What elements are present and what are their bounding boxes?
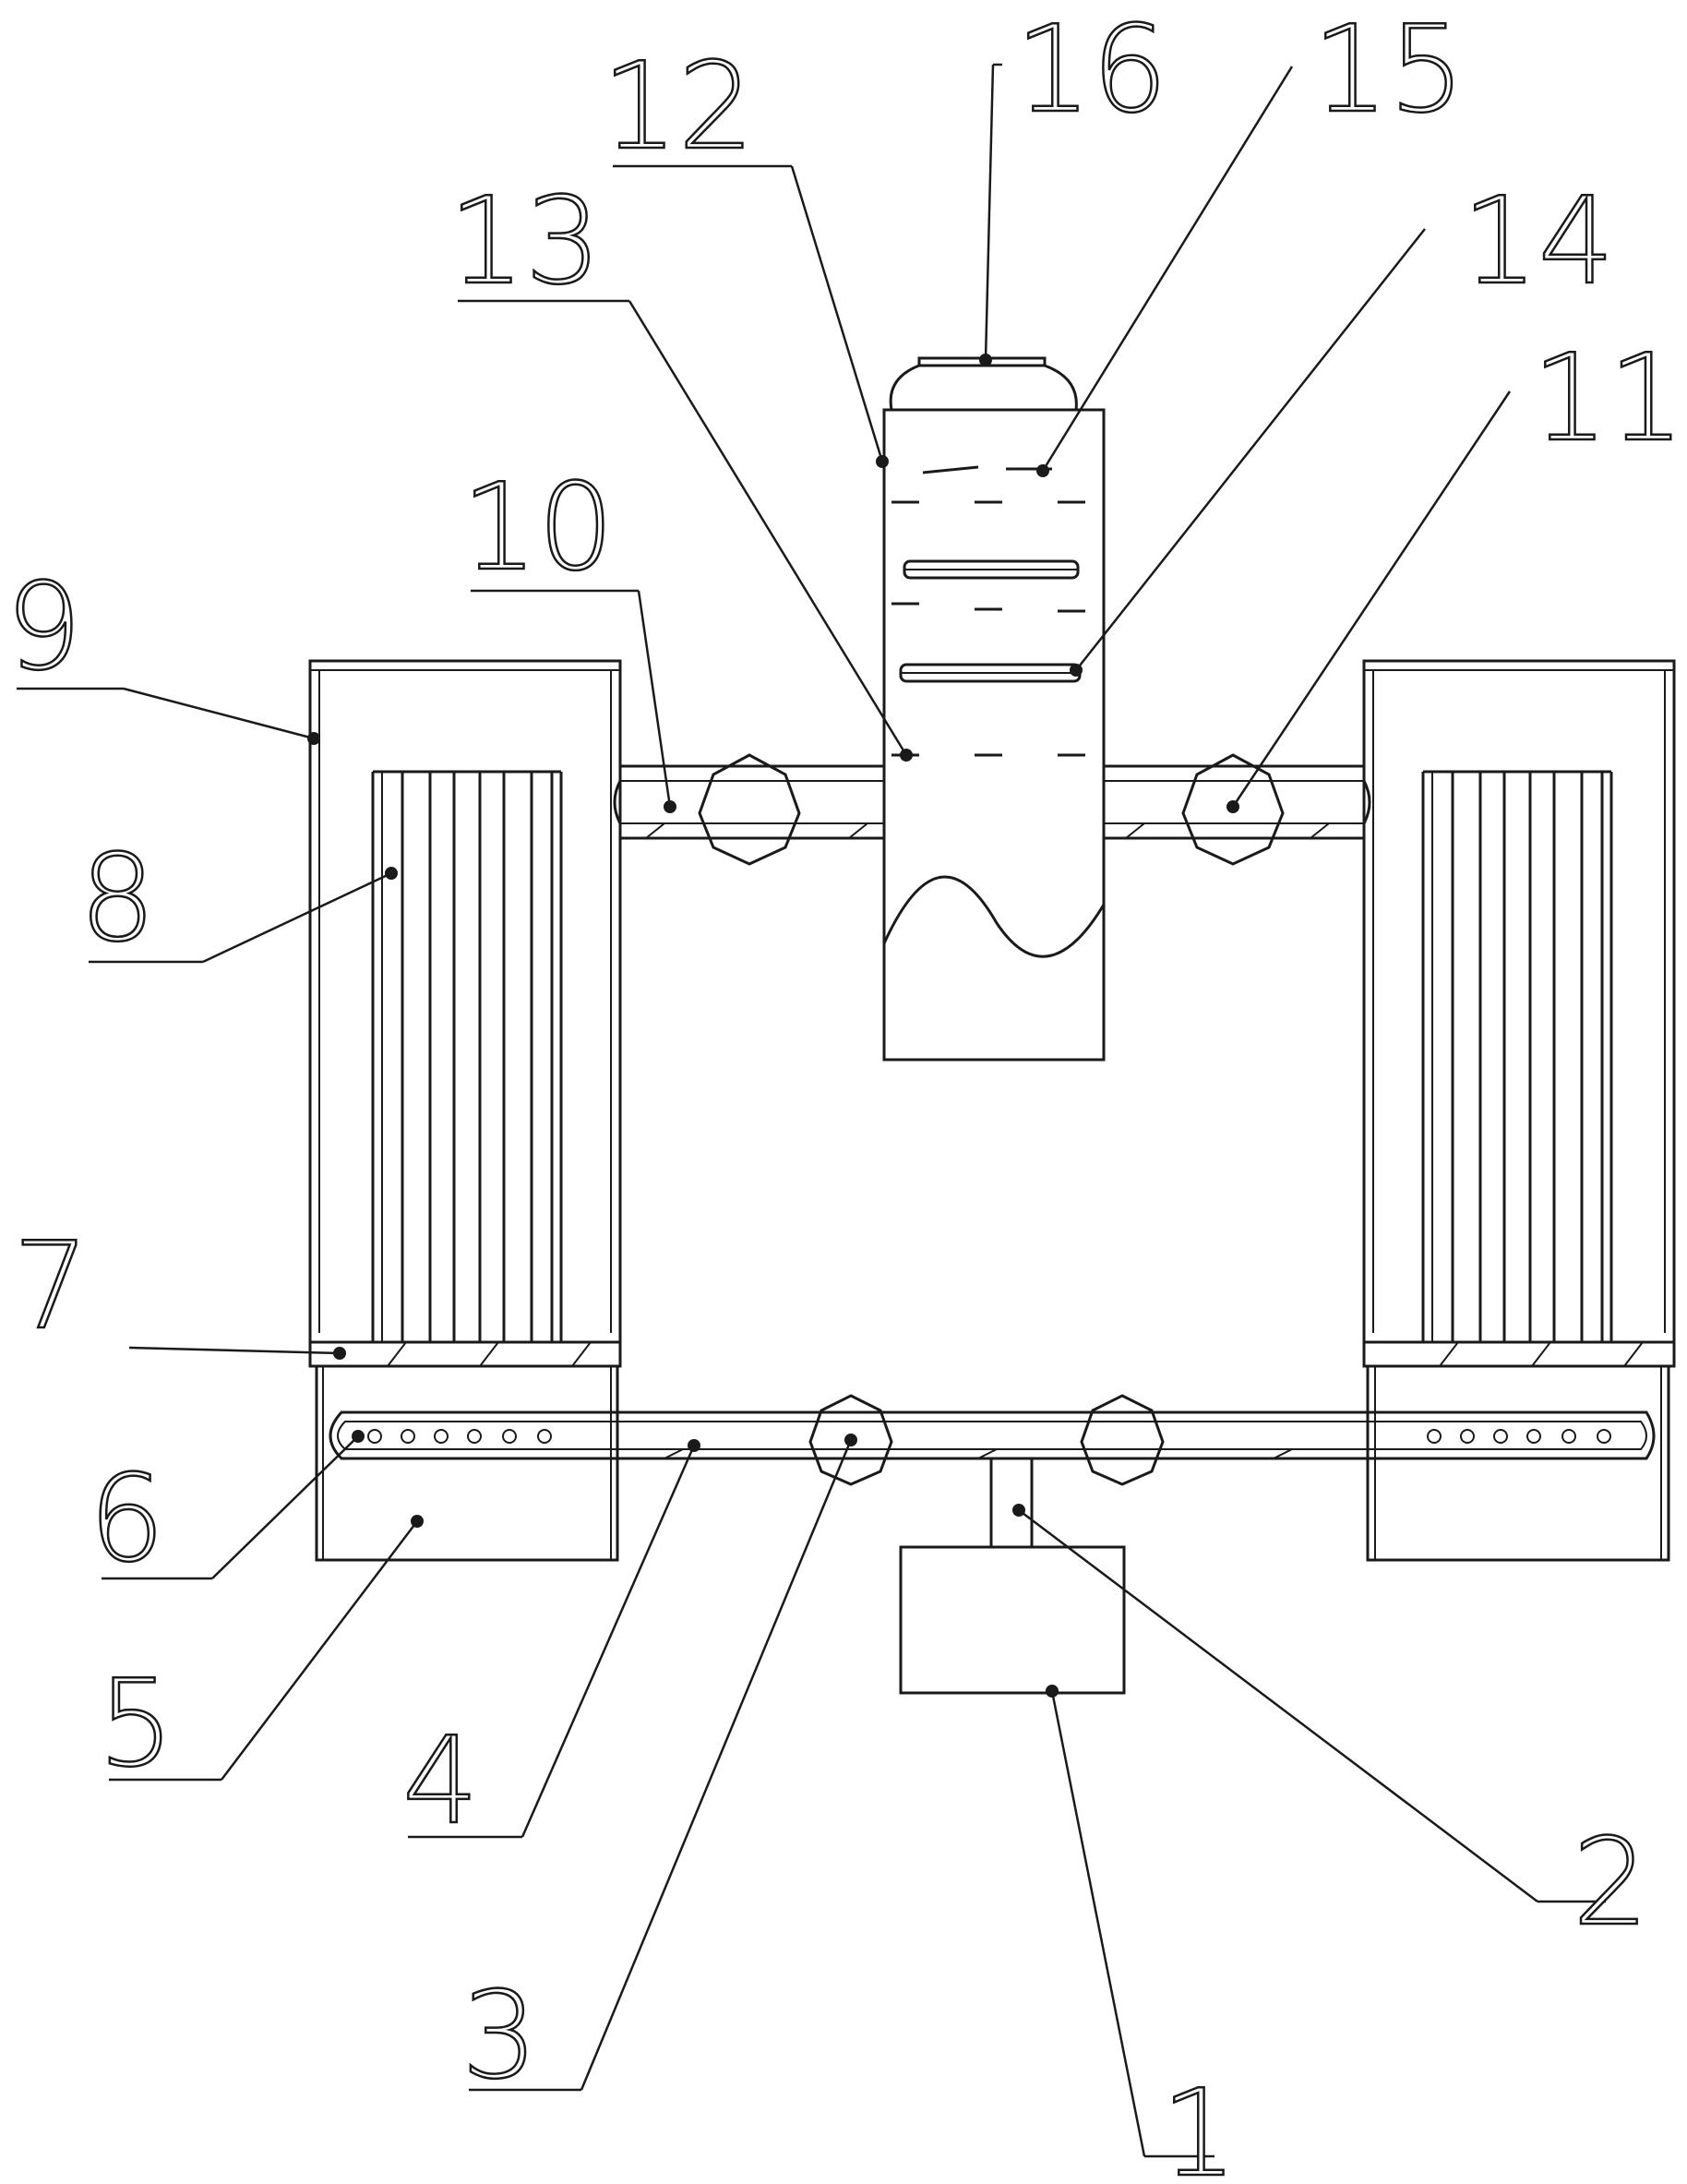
callout-3: 3 xyxy=(461,1965,538,2106)
upper-left-pump xyxy=(698,753,801,866)
callout-15: 15 xyxy=(1312,0,1465,139)
supply-tank xyxy=(899,1545,1126,1695)
callout-6: 6 xyxy=(89,1448,165,1589)
upper-right-pump xyxy=(1181,753,1285,866)
left-tube-plate xyxy=(308,1340,622,1368)
callout-14: 14 xyxy=(1462,171,1614,311)
right-spray-holes xyxy=(1427,1429,1611,1444)
lower-left-pump xyxy=(808,1394,893,1486)
right-heat-tubes xyxy=(1421,770,1613,1342)
callout-1: 1 xyxy=(1161,2063,1238,2184)
callout-16: 16 xyxy=(1015,0,1167,139)
callout-9: 9 xyxy=(6,557,82,697)
callout-4: 4 xyxy=(402,1710,479,1851)
lower-pipe xyxy=(329,1410,1656,1460)
leader-lines xyxy=(17,63,1606,2158)
callout-8: 8 xyxy=(79,828,156,968)
callout-5: 5 xyxy=(98,1653,174,1794)
left-tank xyxy=(308,659,622,1562)
right-tube-plate xyxy=(1362,1340,1676,1368)
callout-2: 2 xyxy=(1573,1812,1649,1952)
left-spray-holes xyxy=(367,1429,552,1444)
right-tank xyxy=(1362,659,1676,1562)
callout-11: 11 xyxy=(1532,328,1684,468)
scrubber-column xyxy=(882,356,1106,1062)
callout-13: 13 xyxy=(449,171,601,311)
leader-dots xyxy=(307,354,1239,1698)
feed-pipe xyxy=(989,1458,1034,1547)
left-heat-tubes xyxy=(371,770,563,1342)
callout-10: 10 xyxy=(461,457,614,597)
callout-labels: 1 2 3 4 5 6 7 8 9 10 11 12 13 14 15 16 xyxy=(5,0,1686,2184)
upper-pipe xyxy=(613,764,1371,840)
callout-7: 7 xyxy=(13,1216,90,1356)
callout-12: 12 xyxy=(602,36,754,176)
lower-right-pump xyxy=(1080,1394,1165,1486)
